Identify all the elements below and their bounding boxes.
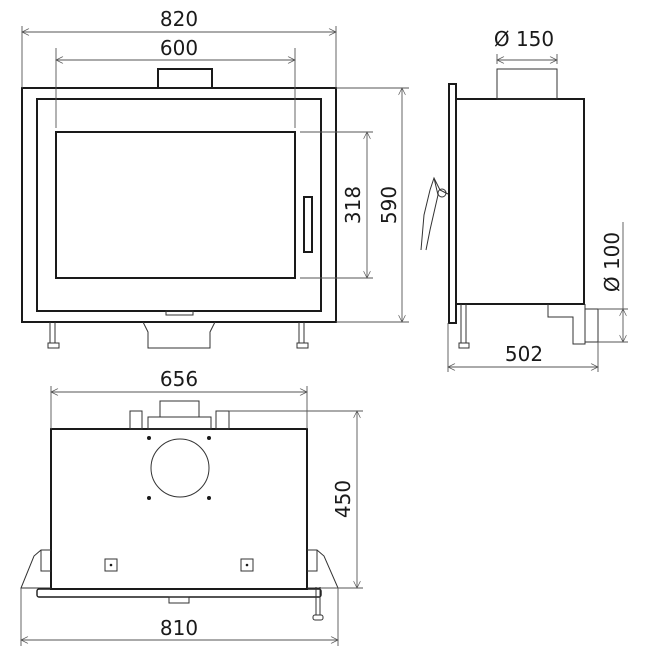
- top-bracket-right: [307, 549, 339, 589]
- dim-glass-height: 318: [341, 186, 365, 224]
- dim-flue-diameter: Ø 150: [494, 27, 554, 51]
- top-square-marker-left: [104, 558, 118, 572]
- front-glass: [55, 131, 296, 279]
- top-view: 656 450 810: [21, 367, 363, 646]
- dim-top-depth: 450: [331, 480, 355, 518]
- side-body: [455, 98, 585, 305]
- top-flue-opening: [150, 438, 210, 498]
- top-square-marker-right: [240, 558, 254, 572]
- top-mount-holes: [147, 436, 211, 500]
- top-bracket-left: [20, 549, 51, 589]
- side-door-handle: [420, 176, 449, 251]
- dim-glass-width: 600: [160, 36, 198, 60]
- top-body: [50, 428, 308, 590]
- front-bottom-tab: [165, 310, 194, 316]
- front-view: 820 600 318 590: [21, 7, 409, 349]
- dim-overall-height: 590: [377, 186, 401, 224]
- front-leg-left: [47, 322, 60, 349]
- top-leg: [312, 587, 324, 621]
- side-flue-collar: [496, 68, 558, 100]
- dim-overall-width: 820: [160, 7, 198, 31]
- top-front-rail: [36, 588, 322, 598]
- top-tab-left: [129, 410, 143, 430]
- dim-top-overall-width: 810: [160, 616, 198, 640]
- top-tab-right: [215, 410, 230, 430]
- side-front-plate: [448, 83, 457, 324]
- front-leg-right: [296, 322, 309, 349]
- top-flue-base: [147, 416, 212, 430]
- front-flue-collar: [157, 68, 213, 89]
- dim-depth: 502: [505, 342, 543, 366]
- top-flue-collar: [159, 400, 200, 418]
- side-air-inlet: [547, 304, 599, 345]
- dim-body-width: 656: [160, 367, 198, 391]
- side-view: Ø 150 Ø 100 502: [420, 27, 628, 372]
- door-handle: [303, 196, 313, 253]
- handle-pivot: [437, 188, 447, 198]
- side-leg: [458, 304, 470, 349]
- top-bottom-tab: [168, 596, 190, 604]
- front-outer-frame: [21, 87, 337, 323]
- front-door-frame: [36, 98, 322, 312]
- dim-air-inlet-diameter: Ø 100: [600, 232, 624, 292]
- front-bottom-duct: [142, 321, 216, 349]
